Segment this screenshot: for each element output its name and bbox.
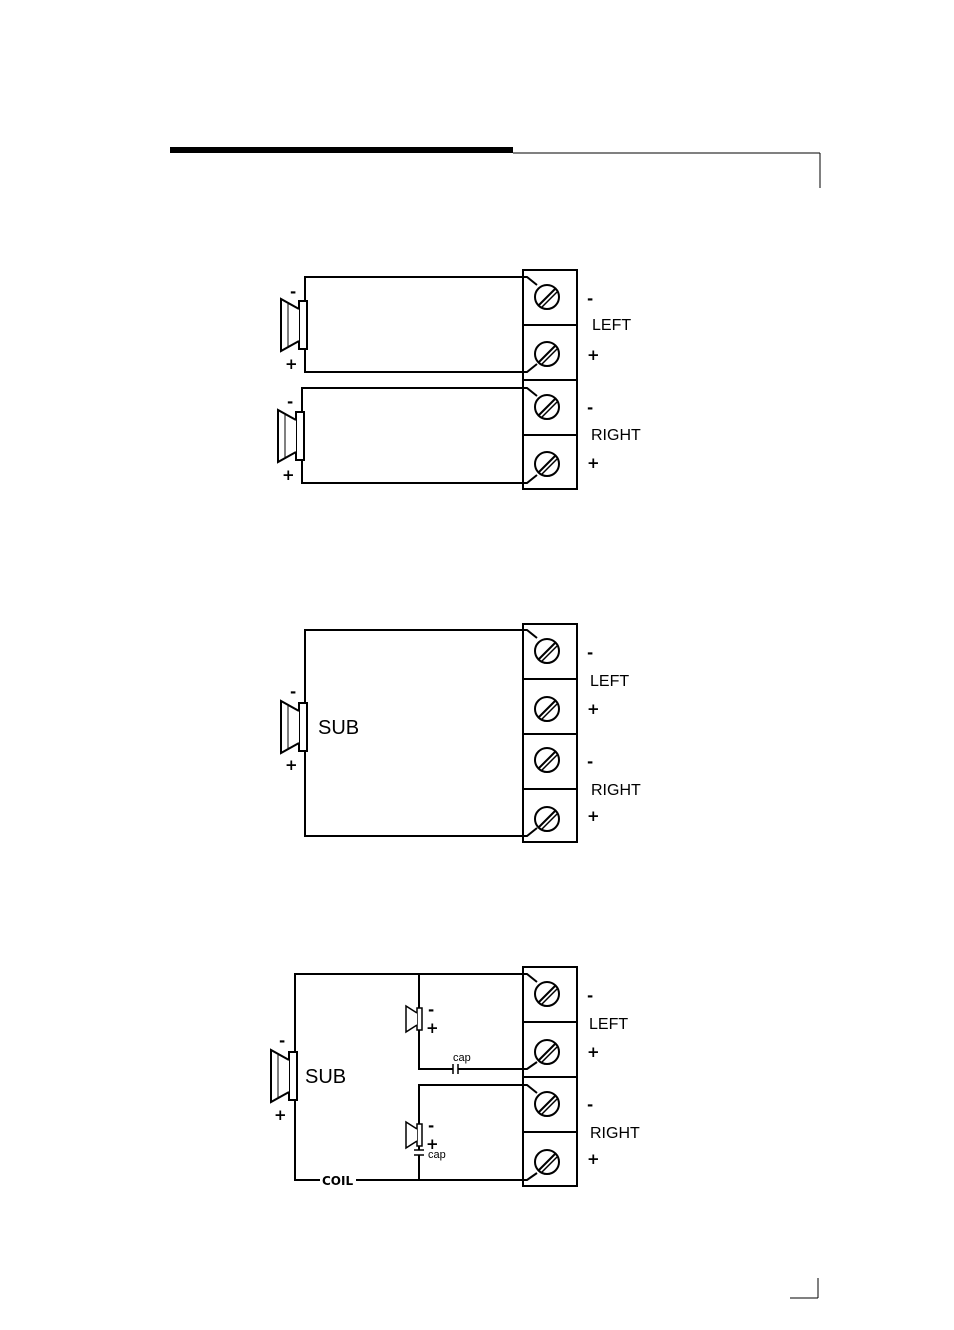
- diagram-stereo-speakers: - + - + - LEFT + - RIGHT +: [278, 270, 641, 489]
- screw-terminal-icon: [535, 697, 559, 721]
- right-channel-label: RIGHT: [591, 782, 641, 799]
- screw-terminal-icon: [535, 639, 559, 663]
- terminal-minus-label: -: [587, 1096, 593, 1114]
- wire: [305, 630, 537, 703]
- terminal-minus-label: -: [587, 290, 593, 308]
- speaker-minus-label: -: [290, 283, 296, 301]
- speaker-icon: [271, 1050, 297, 1102]
- terminal-minus-label: -: [587, 987, 593, 1005]
- terminal-plus-label: +: [587, 454, 600, 472]
- terminal-plus-label: +: [587, 1043, 600, 1061]
- screw-terminal-icon: [535, 1092, 559, 1116]
- wire: [305, 277, 537, 301]
- terminal-minus-label: -: [587, 399, 593, 417]
- screw-terminal-icon: [535, 982, 559, 1006]
- wire: [302, 460, 537, 483]
- speaker-minus-label: -: [287, 393, 293, 411]
- tweeter-minus-label: -: [428, 1001, 434, 1019]
- screw-terminal-icon: [535, 807, 559, 831]
- tweeter-minus-label: -: [428, 1117, 434, 1135]
- speaker-minus-label: -: [290, 683, 296, 701]
- screw-terminal-icon: [535, 748, 559, 772]
- speaker-icon: [278, 410, 304, 462]
- screw-terminal-icon: [535, 342, 559, 366]
- right-channel-label: RIGHT: [591, 427, 641, 444]
- speaker-icon: [281, 299, 307, 351]
- header-rule: [170, 147, 820, 188]
- speaker-icon: [406, 1006, 422, 1032]
- speaker-plus-label: +: [285, 355, 298, 373]
- cap-label: cap: [453, 1052, 471, 1064]
- terminal-minus-label: -: [587, 644, 593, 662]
- terminal-plus-label: +: [587, 807, 600, 825]
- wire: [302, 388, 537, 412]
- speaker-plus-label: +: [274, 1106, 287, 1124]
- wire: [419, 1085, 537, 1125]
- diagram-bridged-sub: SUB - + - LEFT + - RIGHT +: [281, 624, 641, 842]
- speaker-plus-label: +: [282, 466, 295, 484]
- speaker-plus-label: +: [285, 756, 298, 774]
- wire: [305, 349, 537, 372]
- cap-label: cap: [428, 1149, 446, 1161]
- wire: [305, 751, 537, 836]
- right-channel-label: RIGHT: [590, 1125, 640, 1142]
- sub-label: SUB: [305, 1066, 346, 1088]
- screw-terminal-icon: [535, 1150, 559, 1174]
- speaker-icon: [281, 701, 307, 753]
- wire: [356, 1173, 537, 1180]
- terminal-minus-label: -: [587, 753, 593, 771]
- coil-label: COIL: [322, 1174, 353, 1188]
- screw-terminal-icon: [535, 395, 559, 419]
- terminal-plus-label: +: [587, 700, 600, 718]
- left-channel-label: LEFT: [592, 317, 631, 334]
- terminal-plus-label: +: [587, 346, 600, 364]
- speaker-minus-label: -: [279, 1032, 285, 1050]
- screw-terminal-icon: [535, 452, 559, 476]
- wire: [295, 1100, 320, 1180]
- screw-terminal-icon: [535, 1040, 559, 1064]
- tweeter-plus-label: +: [426, 1019, 439, 1037]
- footer-corner-mark: [790, 1278, 818, 1298]
- speaker-icon: [406, 1122, 422, 1148]
- left-channel-label: LEFT: [590, 673, 629, 690]
- left-channel-label: LEFT: [589, 1016, 628, 1033]
- terminal-plus-label: +: [587, 1150, 600, 1168]
- sub-label: SUB: [318, 717, 359, 739]
- screw-terminal-icon: [535, 285, 559, 309]
- diagram-sub-and-tweeters: COIL SUB - + - + cap - + cap - LEFT + - …: [271, 967, 640, 1188]
